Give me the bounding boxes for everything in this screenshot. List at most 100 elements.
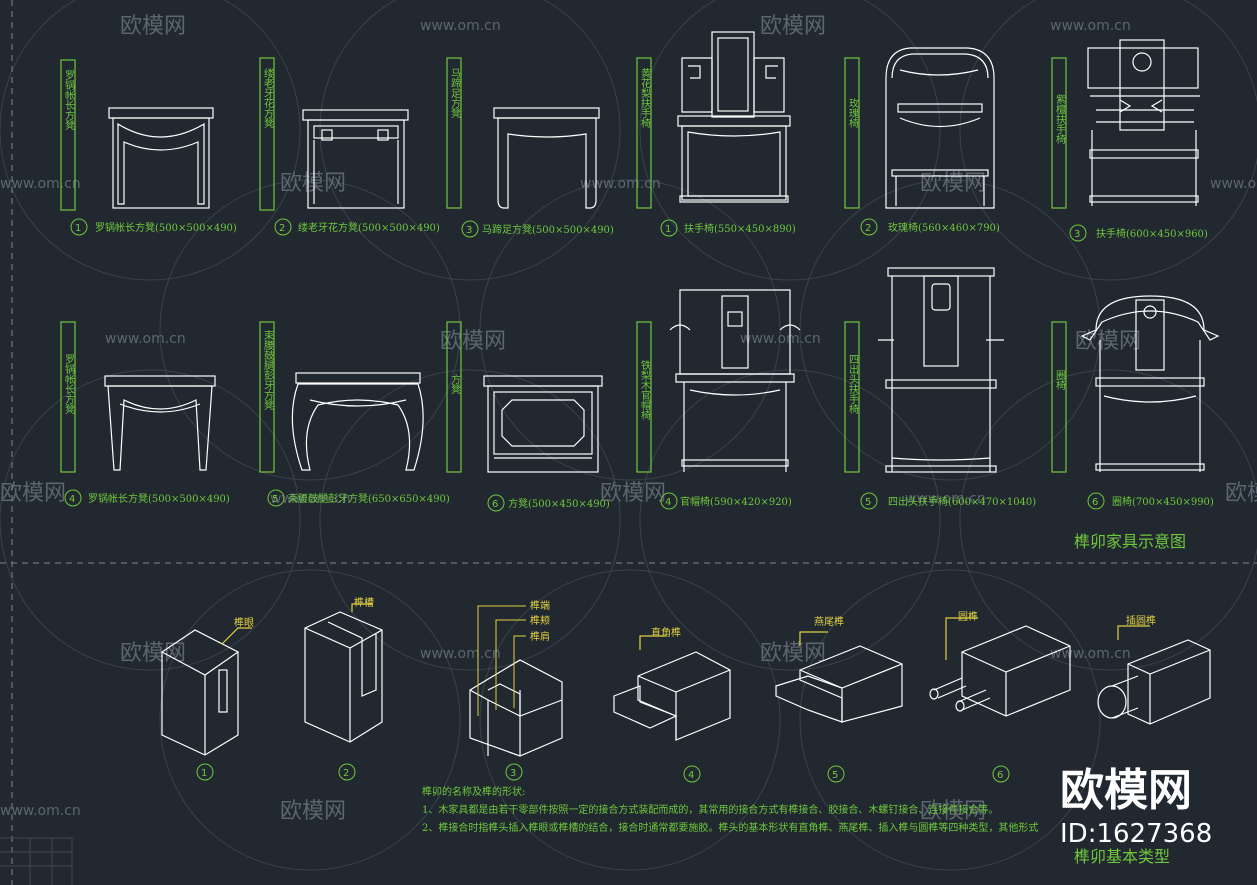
watermark-brand: 欧模网: [280, 799, 346, 824]
caption: 3 马蹄足方凳(500×500×490): [461, 220, 614, 238]
notes-line-1: 1、木家具都是由若干零部件按照一定的接合方式装配而成的，其常用的接合方式有榫接合…: [422, 803, 998, 816]
caption: 2 缕老牙花方凳(500×500×490): [274, 218, 440, 236]
caption: 2 玫瑰椅(560×460×790): [860, 218, 1000, 236]
caption-number: 2: [279, 223, 285, 234]
joint-drawing: [469, 659, 563, 757]
caption-text: 罗锅帐长方凳(500×500×490): [88, 492, 230, 505]
vertical-label-box: 紫檀扶手椅: [1051, 57, 1067, 209]
side-label: 铁梨木官帽椅: [639, 359, 651, 420]
watermark-brand: 欧模网: [760, 14, 826, 39]
side-label: 玫瑰椅: [847, 97, 859, 128]
vertical-label-box: 马蹄足方凳: [446, 57, 462, 209]
vertical-label-box: 罗锅帐长方凳: [60, 59, 76, 211]
joint-drawing: [775, 631, 903, 723]
joint-label: 榫槽: [354, 596, 374, 609]
caption-number: 4: [69, 494, 75, 505]
joint-label: 榫颊: [530, 614, 550, 627]
watermark-url: www.om.cn: [1050, 646, 1131, 662]
watermark-texts: 欧模网 欧模网 www.om.cn www.om.cn www.om.cn ww…: [0, 14, 1257, 824]
watermark-brand: 欧模网: [920, 171, 986, 196]
caption-text: 马蹄足方凳(500×500×490): [482, 223, 614, 236]
joint-number: 4: [688, 770, 694, 781]
watermark-url: www.om.cn: [580, 176, 661, 192]
caption: 4 罗锅帐长方凳(500×500×490): [64, 489, 230, 507]
side-label: 四出头扶手椅: [847, 354, 859, 414]
watermark-brand: 欧模网: [1225, 481, 1257, 506]
chair-drawing: [1080, 295, 1220, 472]
section-title-top: 榫卯家具示意图: [1074, 532, 1186, 551]
joint-number: 5: [832, 770, 838, 781]
vertical-label-box: 圈椅: [1051, 321, 1067, 473]
caption: 3 扶手椅(600×450×960): [1069, 224, 1208, 242]
vertical-label-box: 束腰鼓腿彭牙方凳: [259, 321, 275, 473]
side-label: 黄花梨扶手椅: [639, 67, 651, 128]
caption-number: 1: [75, 223, 81, 234]
furniture-row-1: 罗锅帐长方凳 缕老牙花方凳 马蹄足方凳 黄花梨扶手椅 玫瑰椅 紫檀扶手椅: [60, 31, 1208, 242]
caption-number: 1: [665, 224, 671, 235]
stool-drawing: [493, 107, 600, 209]
joint-diagrams: 榫眼 1 榫槽 2 榫端 榫颊 榫肩 3: [160, 596, 1211, 783]
chair-drawing: [1087, 39, 1200, 206]
caption-text: 四出头扶手椅(600×470×1040): [888, 495, 1036, 508]
badge-id: ID:1627368: [1060, 819, 1212, 849]
stool-drawing: [483, 375, 603, 473]
caption-text: 官帽椅(590×420×920): [680, 495, 792, 508]
watermark-brand: 欧模网: [280, 171, 346, 196]
side-label: 圈椅: [1054, 370, 1066, 390]
caption-text: 罗锅帐长方凳(500×500×490): [95, 221, 237, 234]
joint-label: 燕尾榫: [814, 615, 844, 628]
stool-drawing: [291, 372, 424, 471]
side-label: 紫檀扶手椅: [1054, 94, 1066, 144]
notes: 榫卯的名称及榫的形状: 1、木家具都是由若干零部件按照一定的接合方式装配而成的，…: [422, 785, 1038, 834]
caption-number: 3: [1074, 229, 1080, 240]
vertical-label-box: 铁梨木官帽椅: [636, 321, 652, 473]
brand-badge: 欧模网 ID:1627368: [1060, 765, 1212, 849]
watermark-brand: 欧模网: [920, 799, 986, 824]
joint-drawing: [1097, 625, 1211, 725]
side-label: 方凳: [449, 373, 461, 395]
badge-brand: 欧模网: [1060, 765, 1192, 816]
joint-label: 直角榫: [651, 626, 681, 639]
caption-number: 6: [492, 499, 498, 510]
caption-number: 5: [865, 497, 871, 508]
caption-number: 6: [1092, 497, 1098, 508]
watermark-brand: 欧模网: [0, 481, 66, 506]
vertical-label-box: 四出头扶手椅: [844, 321, 860, 473]
notes-line-2: 2、榫接合时指榫头插入榫眼或榫槽的结合，接合时通常都要施胶。榫头的基本形状有直角…: [422, 821, 1038, 834]
side-label: 马蹄足方凳: [449, 68, 461, 119]
chair-drawing: [885, 47, 995, 209]
caption-text: 玫瑰椅(560×460×790): [888, 221, 1000, 234]
watermark-url: www.om.cn: [270, 491, 351, 507]
notes-title: 榫卯的名称及榫的形状:: [422, 785, 525, 798]
caption: 5 四出头扶手椅(600×470×1040): [860, 492, 1036, 510]
caption-text: 缕老牙花方凳(500×500×490): [298, 221, 440, 234]
joint-number: 1: [201, 768, 207, 779]
side-label: 罗锅帐长方凳: [63, 354, 75, 415]
caption-text: 扶手椅(550×450×890): [684, 222, 796, 235]
vertical-label-box: 方凳: [446, 321, 462, 473]
watermark-url: www.om.cn: [105, 331, 186, 347]
caption: 6 圈椅(700×450×990): [1087, 492, 1214, 510]
watermark-url: www.om.cn: [420, 18, 501, 34]
watermark-url: www.om.cn: [420, 646, 501, 662]
chair-drawing: [878, 267, 1004, 473]
joint-label: 圆榫: [958, 610, 978, 623]
watermark-url: www.om.cn: [1050, 18, 1131, 34]
stool-drawing: [104, 375, 216, 471]
watermark-brand: 欧模网: [1075, 329, 1141, 354]
vertical-label-box: 罗锅帐长方凳: [60, 321, 76, 473]
caption-text: 圈椅(700×450×990): [1112, 495, 1214, 508]
watermark-brand: 欧模网: [760, 641, 826, 666]
joint-drawing: [929, 617, 1071, 717]
caption: 6 方凳(500×450×490): [487, 494, 610, 512]
caption-text: 扶手椅(600×450×960): [1096, 227, 1208, 240]
chair-drawing: [677, 31, 791, 203]
section-title-bottom: 榫卯基本类型: [1074, 847, 1170, 866]
vertical-label-box: 黄花梨扶手椅: [636, 57, 652, 209]
caption-text: 方凳(500×450×490): [508, 497, 610, 510]
caption-number: 3: [466, 225, 472, 236]
caption: 4 官帽椅(590×420×920): [660, 492, 792, 510]
caption-text: 束腰鼓腿彭牙方凳(650×650×490): [288, 492, 450, 505]
stool-drawing: [108, 107, 214, 209]
